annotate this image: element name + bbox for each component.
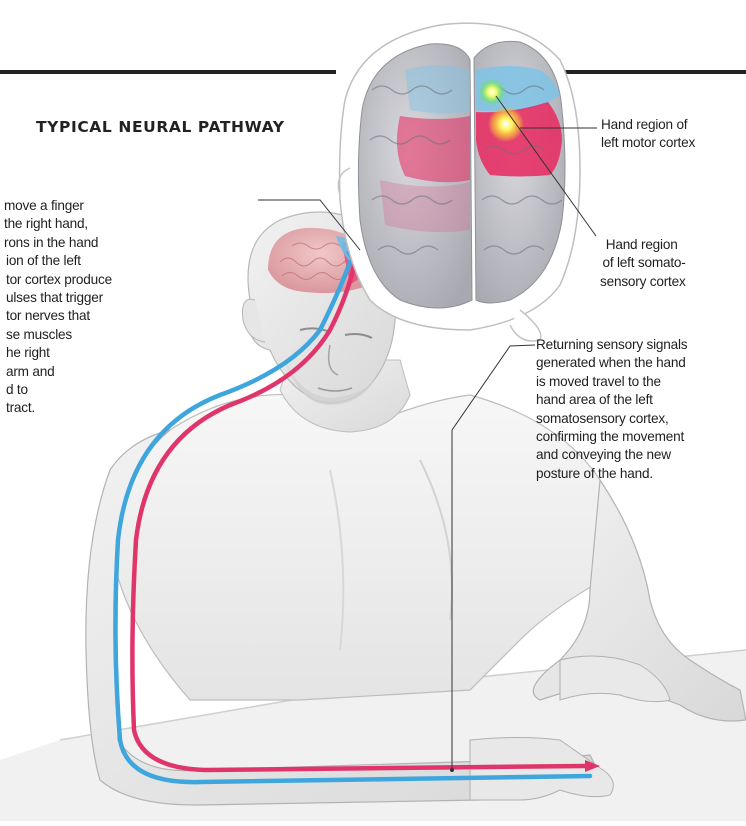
caption-line: hand area of the left: [536, 391, 687, 409]
caption-line: d to: [0, 381, 112, 399]
top-rule-right: [560, 70, 746, 74]
label-hand-region-somatosensory: Hand region of left somato- sensory cort…: [600, 236, 686, 291]
label-line: Hand region: [600, 236, 686, 254]
caption-line: posture of the hand.: [536, 465, 687, 483]
somatosensory-hotspot: [478, 78, 506, 106]
caption-line: rons in the hand: [0, 234, 112, 252]
caption-line: tor cortex produce: [0, 271, 112, 289]
caption-line: generated when the hand: [536, 354, 687, 372]
label-line: left motor cortex: [601, 134, 695, 152]
caption-line: somatosensory cortex,: [536, 410, 687, 428]
label-line: sensory cortex: [600, 273, 686, 291]
label-line: Hand region of: [601, 116, 695, 134]
caption-line: tor nerves that: [0, 307, 112, 325]
caption-sensory-pathway: Returning sensory signals generated when…: [536, 336, 687, 483]
caption-line: arm and: [0, 363, 112, 381]
caption-motor-pathway: move a finger the right hand, rons in th…: [0, 197, 112, 418]
caption-line: confirming the movement: [536, 428, 687, 446]
caption-line: the right hand,: [0, 215, 112, 233]
motor-hotspot: [488, 106, 524, 142]
figure-title: TYPICAL NEURAL PATHWAY: [36, 118, 285, 136]
caption-line: tract.: [0, 399, 112, 417]
top-rule-left: [0, 70, 336, 74]
caption-line: is moved travel to the: [536, 373, 687, 391]
caption-line: se muscles: [0, 326, 112, 344]
caption-line: move a finger: [0, 197, 112, 215]
caption-line: and conveying the new: [536, 446, 687, 464]
label-line: of left somato-: [600, 254, 686, 272]
caption-line: ulses that trigger: [0, 289, 112, 307]
caption-line: Returning sensory signals: [536, 336, 687, 354]
caption-line: ion of the left: [0, 252, 112, 270]
brain-top-view: [338, 23, 580, 341]
caption-line: he right: [0, 344, 112, 362]
label-hand-region-motor: Hand region of left motor cortex: [601, 116, 695, 153]
